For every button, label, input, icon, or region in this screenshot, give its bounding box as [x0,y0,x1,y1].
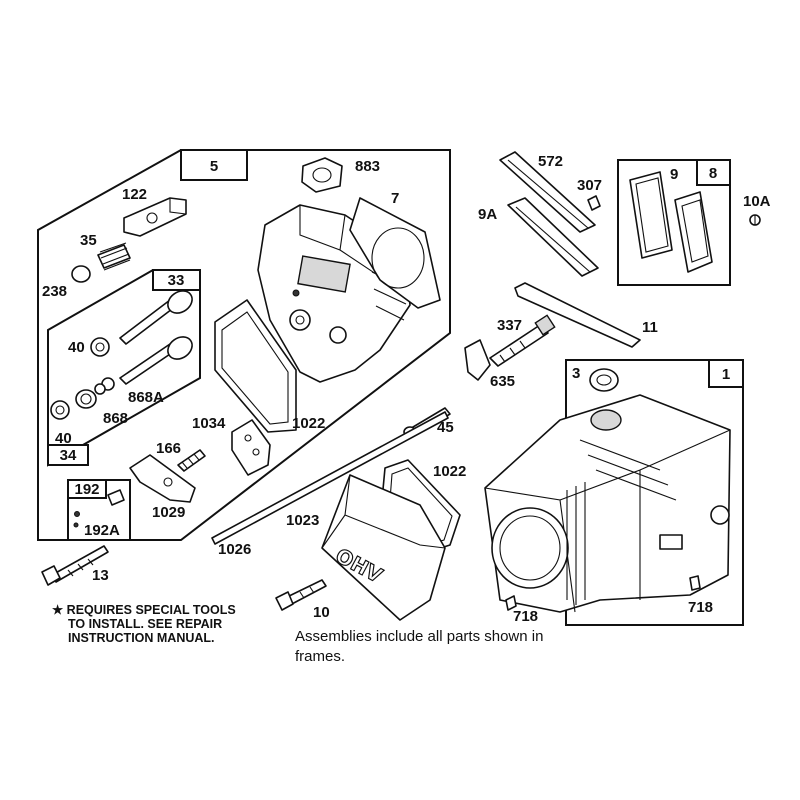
callout-1022-lower: 1022 [433,463,466,480]
callout-8: 8 [709,165,717,182]
callout-1: 1 [722,366,730,383]
assemblies-caption: Assemblies include all parts shown in fr… [295,628,543,665]
callout-3: 3 [572,365,580,382]
callout-45: 45 [437,419,454,436]
short-block [484,394,731,613]
special-tools-note-line3: INSTRUCTION MANUAL. [68,631,215,645]
callout-718-right: 718 [688,599,713,616]
assembly-192-frame: 192 [67,479,131,541]
callout-868: 868 [103,410,128,427]
special-tools-note-line2: TO INSTALL. SEE REPAIR [68,617,222,631]
callout-122: 122 [122,186,147,203]
callout-34: 34 [60,447,77,464]
callout-868A: 868A [128,389,164,406]
bolt-10 [275,579,327,611]
callout-1034: 1034 [192,415,226,432]
valve-seal-40-upper [90,337,110,357]
bolt-13 [41,545,109,586]
breather-gasket-9A [507,197,599,277]
box-5 [180,149,248,181]
rocker-plate-1034 [231,419,271,476]
callout-238: 238 [42,283,67,300]
spark-plug-boot-635 [464,339,491,381]
breather-assembly-8 [674,191,713,273]
valve-rotator-868A [94,377,115,395]
callout-1023: 1023 [286,512,319,529]
box-34 [47,444,89,466]
spark-plug-337 [489,314,556,367]
assemblies-caption-line1: Assemblies include all parts shown in [295,628,543,645]
callout-192: 192 [74,481,99,498]
callout-1029: 1029 [152,504,185,521]
dowel-pin-718b [689,575,701,591]
retainer-238 [71,265,91,283]
box-33 [152,269,201,291]
callout-635: 635 [490,373,515,390]
adjusting-screw-192A [73,489,125,528]
assembly-5-frame: 5 [37,149,451,541]
callout-337: 337 [497,317,522,334]
dowel-pin-718a [505,595,517,611]
intake-valve [119,290,193,345]
exhaust-valve [119,336,193,385]
valve-spring-35 [97,242,131,271]
callout-10: 10 [313,604,330,621]
breather-gasket-572 [499,151,596,233]
box-8 [696,159,731,186]
push-rod-1026 [211,411,449,545]
box-192 [67,479,107,499]
special-tools-note-line1: ★ REQUIRES SPECIAL TOOLS [52,603,236,617]
callout-7: 7 [391,190,399,207]
oil-seal-3 [589,368,619,392]
callout-166: 166 [156,440,181,457]
breather-tube-11 [514,282,641,348]
rocker-cover-gasket-1022a [214,299,297,433]
callout-40-upper: 40 [68,339,85,356]
callout-883: 883 [355,158,380,175]
callout-5: 5 [210,158,218,175]
breather-gasket-9 [629,171,673,259]
callout-35: 35 [80,232,97,249]
callout-10A: 10A [743,193,771,210]
assembly-33-34-frame: 33 34 [47,269,201,467]
callout-1022-upper: 1022 [292,415,325,432]
callout-9: 9 [670,166,678,183]
box-1 [708,359,744,388]
assemblies-caption-line2: frames. [295,648,345,665]
intake-gasket-883 [301,157,343,193]
screw-10A [749,214,761,226]
callout-40-lower: 40 [55,430,72,447]
valve-cover-1023: OHV [321,474,446,621]
callout-11: 11 [642,319,658,336]
rocker-arm-1029 [129,454,196,503]
callout-572: 572 [538,153,563,170]
callout-13: 13 [92,567,109,584]
screw-307 [587,195,601,211]
assembly-8-frame: 8 [617,159,731,286]
special-tools-note: ★ REQUIRES SPECIAL TOOLS TO INSTALL. SEE… [52,603,236,645]
callout-9A: 9A [478,206,497,223]
callout-718-left: 718 [513,608,538,625]
spacer-122 [123,197,187,237]
callout-307: 307 [577,177,602,194]
valve-seal-40-lower [50,400,70,420]
head-gasket-7 [349,197,441,309]
rocker-stud-166 [177,449,206,472]
callout-33: 33 [168,272,185,289]
callout-192A: 192A [84,522,120,539]
valve-seat-868 [75,389,97,409]
callout-1026: 1026 [218,541,251,558]
